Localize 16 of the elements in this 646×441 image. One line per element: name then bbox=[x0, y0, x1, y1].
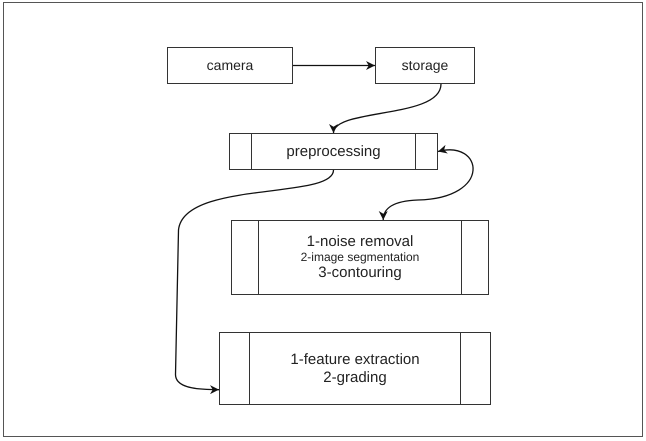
process-box bbox=[229, 133, 438, 170]
box-text: 2-grading bbox=[323, 368, 387, 386]
process-box bbox=[219, 332, 491, 405]
arrow bbox=[379, 146, 474, 220]
arrow bbox=[293, 61, 375, 70]
box-text: 1-feature extraction bbox=[290, 351, 420, 368]
process-box bbox=[231, 220, 489, 295]
box-text: 2-image segmentation bbox=[300, 250, 420, 264]
box-text: preprocessing bbox=[286, 142, 381, 160]
box-text: 1-noise removal bbox=[306, 233, 414, 251]
box-text: storage bbox=[402, 57, 448, 74]
box bbox=[167, 47, 293, 84]
box bbox=[375, 47, 475, 84]
box-text: camera bbox=[206, 57, 254, 74]
box-text: 3-contouring bbox=[318, 264, 402, 282]
arrow bbox=[174, 170, 334, 394]
